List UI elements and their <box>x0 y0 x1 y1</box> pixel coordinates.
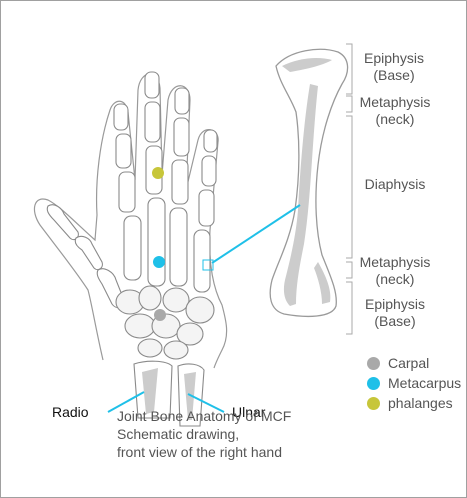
label-epiphysis-bottom-line1: Epiphysis <box>355 296 435 313</box>
legend-item-carpal: Carpal <box>367 354 429 372</box>
phalanges-marker <box>152 167 164 179</box>
caption-line3: front view of the right hand <box>117 443 291 461</box>
label-metaphysis-top-line1: Metaphysis <box>355 94 435 111</box>
finger-bones <box>114 72 217 292</box>
label-metaphysis-bottom-line1: Metaphysis <box>355 254 435 271</box>
bone-region-brackets <box>346 44 352 334</box>
label-radio: Radio <box>52 404 89 420</box>
legend-item-phalanges: phalanges <box>367 394 453 412</box>
legend-label-phalanges: phalanges <box>388 395 453 411</box>
label-epiphysis-top-line1: Epiphysis <box>355 50 433 67</box>
label-metaphysis-bottom-line2: (neck) <box>355 271 435 288</box>
legend-swatch-phalanges <box>367 397 380 410</box>
legend-item-metacarpus: Metacarpus <box>367 374 461 392</box>
caption-line2: Schematic drawing, <box>117 425 291 443</box>
thumb-bones <box>47 205 124 308</box>
legend-swatch-metacarpus <box>367 377 380 390</box>
label-epiphysis-bottom: Epiphysis (Base) <box>355 296 435 330</box>
legend-label-carpal: Carpal <box>388 355 429 371</box>
label-metaphysis-top: Metaphysis (neck) <box>355 94 435 128</box>
label-metaphysis-bottom: Metaphysis (neck) <box>355 254 435 288</box>
legend-label-metacarpus: Metacarpus <box>388 375 461 391</box>
caption-line1: Joint Bone Anatomy of MCF <box>117 407 291 425</box>
carpal-bones <box>116 286 214 359</box>
label-epiphysis-top-line2: (Base) <box>355 67 433 84</box>
label-diaphysis-text: Diaphysis <box>355 176 435 193</box>
legend-swatch-carpal <box>367 357 380 370</box>
label-diaphysis: Diaphysis <box>355 176 435 193</box>
label-epiphysis-bottom-line2: (Base) <box>355 313 435 330</box>
caption: Joint Bone Anatomy of MCF Schematic draw… <box>117 407 291 461</box>
carpal-marker <box>154 309 166 321</box>
large-metacarpal-bone <box>270 49 347 316</box>
metacarpus-marker <box>153 256 165 268</box>
label-metaphysis-top-line2: (neck) <box>355 111 435 128</box>
label-epiphysis-top: Epiphysis (Base) <box>355 50 433 84</box>
